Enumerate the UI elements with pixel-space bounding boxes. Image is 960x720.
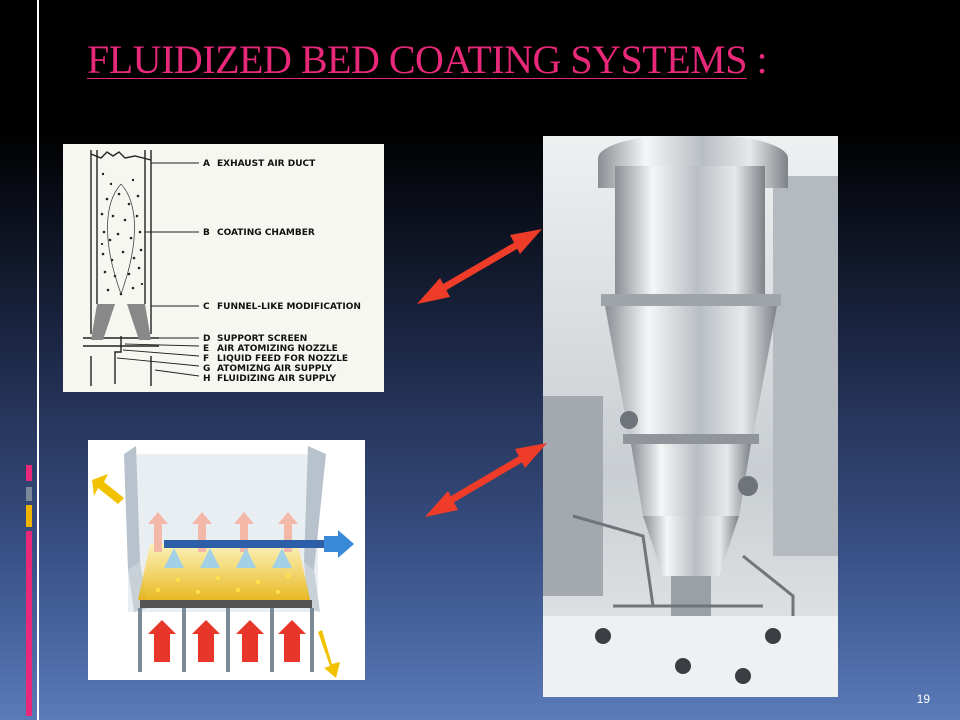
diagram-label-text: ATOMIZNG AIR SUPPLY xyxy=(217,364,333,374)
left-rule xyxy=(37,0,39,720)
diagram-label-letter: C xyxy=(203,302,210,312)
coater-equipment-photo xyxy=(543,136,838,697)
coater-drawing xyxy=(92,446,354,678)
diagram-label-letter: H xyxy=(203,374,211,384)
double-arrow-icon xyxy=(425,443,547,517)
diagram-label-text: EXHAUST AIR DUCT xyxy=(217,159,316,169)
accent-bar xyxy=(26,505,32,527)
diagram-label-letter: D xyxy=(203,334,210,344)
coater-illustration xyxy=(88,440,365,680)
slide-title: FLUIDIZED BED COATING SYSTEMS : xyxy=(87,36,768,83)
accent-bar xyxy=(26,531,32,716)
accent-bar xyxy=(26,487,32,501)
diagram-label-text: SUPPORT SCREEN xyxy=(217,334,307,344)
diagram-label-text: LIQUID FEED FOR NOZZLE xyxy=(217,354,348,364)
diagram-label-letter: B xyxy=(203,228,210,238)
slide-title-colon: : xyxy=(746,37,768,82)
slide-title-text[interactable]: FLUIDIZED BED COATING SYSTEMS xyxy=(87,37,747,82)
double-arrow-icon xyxy=(417,229,542,304)
diagram-label-letter: F xyxy=(203,354,209,364)
diagram-label-letter: G xyxy=(203,364,210,374)
diagram-label-text: COATING CHAMBER xyxy=(217,228,315,238)
diagram-drawing: A EXHAUST AIR DUCT B COATING CHAMBER C F… xyxy=(83,150,361,386)
equipment-drawing xyxy=(543,136,838,697)
diagram-label-text: FLUIDIZING AIR SUPPLY xyxy=(217,374,337,384)
diagram-label-letter: E xyxy=(203,344,209,354)
accent-bar xyxy=(26,465,32,481)
diagram-label-text: AIR ATOMIZING NOZZLE xyxy=(217,344,338,354)
coating-chamber-diagram: A EXHAUST AIR DUCT B COATING CHAMBER C F… xyxy=(63,144,384,392)
diagram-label-text: FUNNEL-LIKE MODIFICATION xyxy=(217,302,361,312)
particle-field xyxy=(100,172,144,296)
slide-number: 19 xyxy=(916,692,930,706)
diagram-label-letter: A xyxy=(203,159,210,169)
